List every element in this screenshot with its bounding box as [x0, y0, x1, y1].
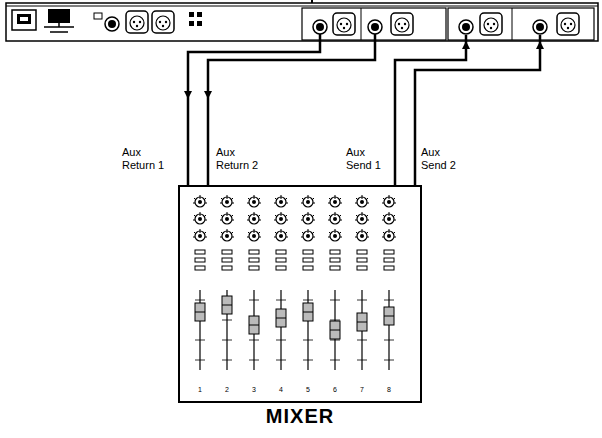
mixer-box: MIXER [178, 185, 422, 403]
cable-label: Aux Return 2 [216, 146, 264, 172]
cable-label: Aux Return 1 [122, 146, 170, 172]
channel-number: 4 [275, 386, 287, 394]
cable-label: Aux Send 2 [421, 146, 463, 172]
channel-number: 8 [383, 386, 395, 394]
channel-number: 1 [194, 386, 206, 394]
channel-number: 7 [356, 386, 368, 394]
channel-number: 2 [221, 386, 233, 394]
cable-label: Aux Send 1 [346, 146, 388, 172]
channel-number: 3 [248, 386, 260, 394]
channel-number: 5 [302, 386, 314, 394]
mixer-title: MIXER [180, 405, 420, 428]
channel-number: 6 [329, 386, 341, 394]
